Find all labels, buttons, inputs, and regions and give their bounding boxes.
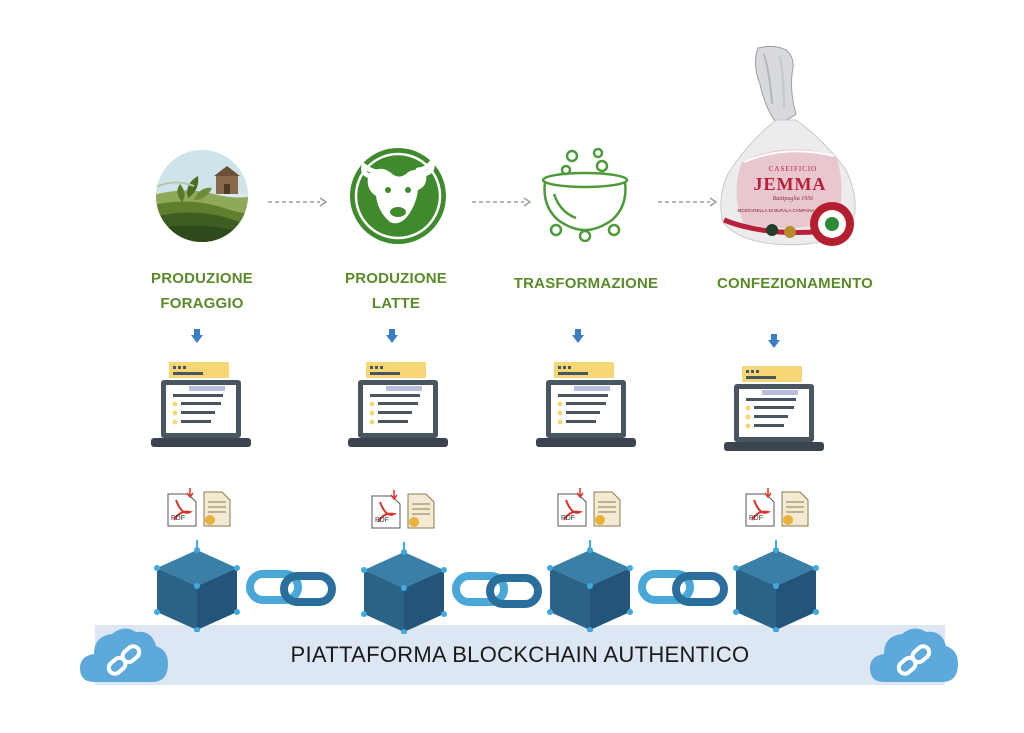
- chain-link-icon-1: [246, 570, 336, 606]
- stage-2-label-line2: LATTE: [371, 295, 421, 312]
- stage-4-mozzarella-package-icon: CASEIFICIO JEMMA Battipaglia 1956 MOZZAR…: [714, 44, 864, 254]
- stage-4-label-line1: CONFEZIONAMENTO: [716, 275, 874, 292]
- doc-icons-4: PDF: [744, 488, 810, 528]
- dashed-arrow-1: [268, 197, 328, 207]
- cloud-link-icon-left: [80, 628, 168, 682]
- pdf-label-1: PDF: [171, 515, 185, 522]
- down-arrow-3: [572, 329, 584, 343]
- stage-4-label: CONFEZIONAMENTO: [700, 271, 890, 296]
- down-arrow-2: [386, 329, 398, 343]
- doc-icons-2: PDF: [370, 490, 436, 530]
- blockchain-cube-icon-1: [154, 540, 240, 632]
- stage-2-label: PRODUZIONE LATTE: [316, 266, 476, 316]
- package-band-text: MOZZARELLA DI BUFALA CAMPANA: [737, 208, 815, 213]
- laptop-icon-4: [724, 366, 824, 451]
- stage-3-cauldron-icon: [536, 146, 634, 243]
- package-brand-name: JEMMA: [753, 174, 827, 194]
- stage-3-label-line1: TRASFORMAZIONE: [513, 275, 659, 292]
- pdf-label-2: PDF: [375, 517, 389, 524]
- package-brand-top: CASEIFICIO: [768, 165, 818, 173]
- dashed-arrow-2: [472, 197, 532, 207]
- platform-band: [95, 625, 945, 685]
- platform-label: PIATTAFORMA BLOCKCHAIN AUTHENTICO: [290, 642, 750, 667]
- stage-2-label-line1: PRODUZIONE: [344, 270, 447, 287]
- laptop-icon-3: [536, 362, 636, 447]
- blockchain-cube-icon-4: [733, 540, 819, 632]
- down-arrow-1: [191, 329, 203, 343]
- pdf-label-3: PDF: [561, 515, 575, 522]
- doc-icons-1: PDF: [166, 488, 232, 528]
- laptop-icon-2: [348, 362, 448, 447]
- cloud-link-icon-right: [870, 628, 958, 682]
- package-brand-sub: Battipaglia 1956: [772, 196, 814, 202]
- pdf-label-4: PDF: [749, 515, 763, 522]
- stage-1-field-icon: [154, 148, 250, 244]
- chain-link-icon-3: [638, 570, 728, 606]
- chain-link-icon-2: [452, 572, 542, 608]
- stage-1-label-line1: PRODUZIONE: [150, 270, 253, 287]
- stage-1-label-line2: FORAGGIO: [160, 295, 244, 312]
- stage-3-label: TRASFORMAZIONE: [496, 271, 676, 296]
- stage-1-label: PRODUZIONE FORAGGIO: [122, 266, 282, 316]
- laptop-icon-1: [151, 362, 251, 447]
- doc-icons-3: PDF: [556, 488, 622, 528]
- stage-2-buffalo-icon: [348, 146, 448, 246]
- blockchain-cube-icon-3: [547, 540, 633, 632]
- down-arrow-4: [768, 334, 780, 348]
- dashed-arrow-3: [658, 197, 718, 207]
- blockchain-cube-icon-2: [361, 542, 447, 634]
